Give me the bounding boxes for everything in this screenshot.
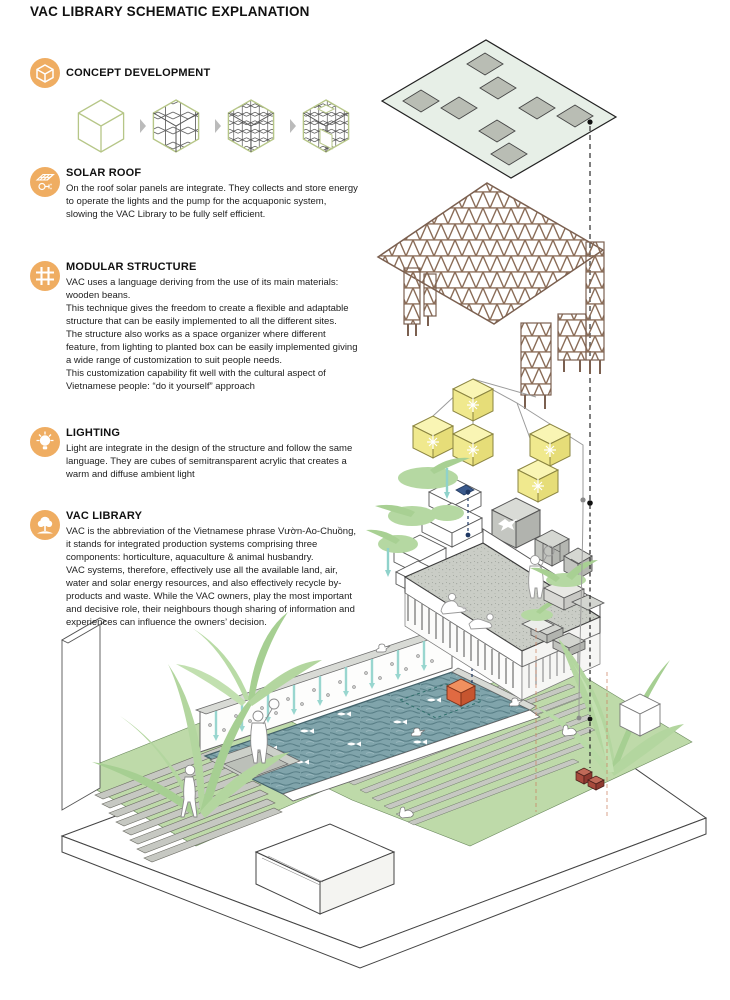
cube-icon	[30, 58, 60, 88]
light-cube	[451, 378, 495, 422]
section-body: VAC uses a language deriving from the us…	[66, 277, 358, 392]
section-heading: VAC LIBRARY	[66, 510, 143, 522]
pool-figures	[180, 698, 280, 818]
bird-cutout	[498, 519, 517, 531]
rabbit	[561, 724, 577, 737]
section-heading: LIGHTING	[66, 427, 121, 439]
pool-coping-se	[282, 709, 541, 802]
figure-walking	[180, 764, 198, 818]
leader-line	[587, 126, 593, 506]
lattice-grid-icon	[30, 261, 60, 291]
section-body: Light are integrate in the design of the…	[66, 443, 353, 480]
arrow-icon	[140, 119, 146, 133]
light-cube	[516, 459, 560, 503]
leader-anchor-dot	[587, 119, 593, 125]
west-wall	[61, 617, 107, 811]
modular-lattice-structure	[376, 182, 605, 409]
tree-icon	[30, 510, 60, 540]
concept-cubes-diagram	[77, 99, 350, 153]
roof-figures	[440, 545, 555, 630]
section-vac-library: VAC LIBRARY VAC is the abbreviation of t…	[30, 510, 360, 629]
animals	[375, 643, 577, 819]
concept-cube-carved	[302, 99, 350, 153]
duck	[375, 643, 391, 653]
utility-pump	[575, 767, 605, 791]
page-title: VAC LIBRARY SCHEMATIC EXPLANATION	[30, 4, 310, 19]
section-heading: MODULAR STRUCTURE	[66, 261, 197, 273]
arrow-icon	[215, 119, 221, 133]
power-drop-line	[465, 489, 471, 538]
planted-boxes	[366, 457, 484, 596]
colonnade	[407, 595, 514, 688]
duck	[508, 697, 524, 707]
solar-panel-icon	[30, 167, 60, 197]
wall-pins	[208, 654, 434, 732]
pump-box	[445, 678, 477, 707]
section-heading: CONCEPT DEVELOPMENT	[66, 67, 211, 79]
section-modular-structure: MODULAR STRUCTURE VAC uses a language de…	[30, 261, 360, 393]
lattice-feet	[407, 316, 601, 409]
red-reference-lines	[535, 628, 608, 818]
platform-box	[254, 823, 396, 915]
concept-cube-dense-grid	[227, 99, 275, 153]
sensor-cube	[455, 484, 475, 496]
irrigation-arrowheads	[213, 665, 427, 741]
light-cube	[411, 415, 455, 459]
concept-cube-massing	[77, 99, 125, 153]
box-foliage	[366, 457, 470, 553]
section-body: On the roof solar panels are integrate. …	[66, 183, 358, 220]
light-cubes	[411, 378, 572, 503]
section-lighting: LIGHTING Light are integrate in the desi…	[30, 427, 360, 481]
solar-panels	[402, 52, 594, 166]
watering-arrows	[386, 468, 449, 570]
white-cube	[618, 693, 662, 737]
lightbulb-icon	[30, 427, 60, 457]
solar-roof-plane	[380, 39, 618, 179]
wire-end-dot	[580, 497, 586, 503]
arrow-icon	[290, 119, 296, 133]
light-cube	[528, 423, 572, 467]
section-heading: SOLAR ROOF	[66, 167, 142, 179]
service-outline	[398, 683, 484, 719]
palm-tree-right	[534, 638, 684, 776]
lattice-columns	[403, 241, 605, 396]
concept-cube-subdivided	[152, 99, 200, 153]
figure-with-skimmer	[250, 698, 280, 764]
section-concept-development: CONCEPT DEVELOPMENT	[30, 58, 360, 157]
section-body: VAC is the abbreviation of the Vietnames…	[66, 526, 357, 628]
utility-drop	[535, 502, 608, 818]
rabbit	[398, 806, 414, 819]
duck	[410, 727, 426, 737]
side-planters	[530, 560, 605, 611]
section-solar-roof: SOLAR ROOF On the roof solar panels are …	[30, 167, 360, 221]
bird-nest-box	[490, 497, 542, 549]
